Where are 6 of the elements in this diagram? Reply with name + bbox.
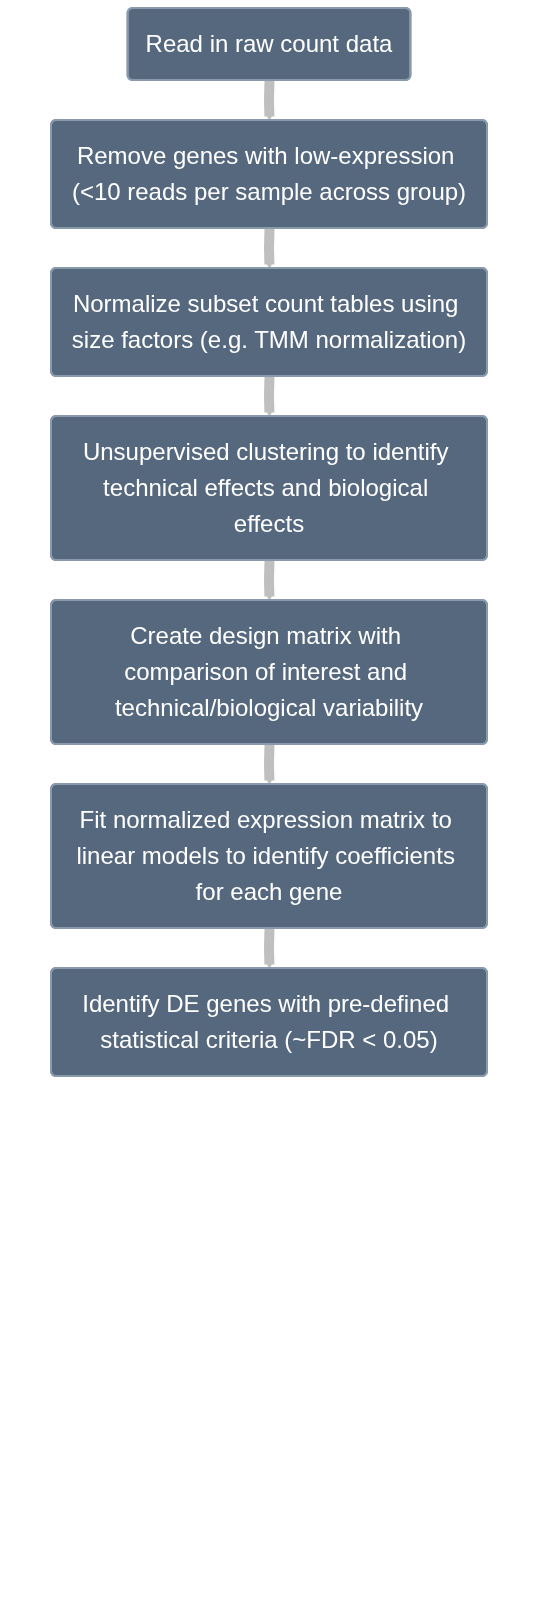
arrow: [264, 560, 275, 601]
arrow: [264, 744, 275, 785]
arrow: [264, 80, 275, 121]
arrow: [264, 376, 275, 417]
arrow: [264, 928, 275, 969]
arrow: [264, 228, 275, 269]
